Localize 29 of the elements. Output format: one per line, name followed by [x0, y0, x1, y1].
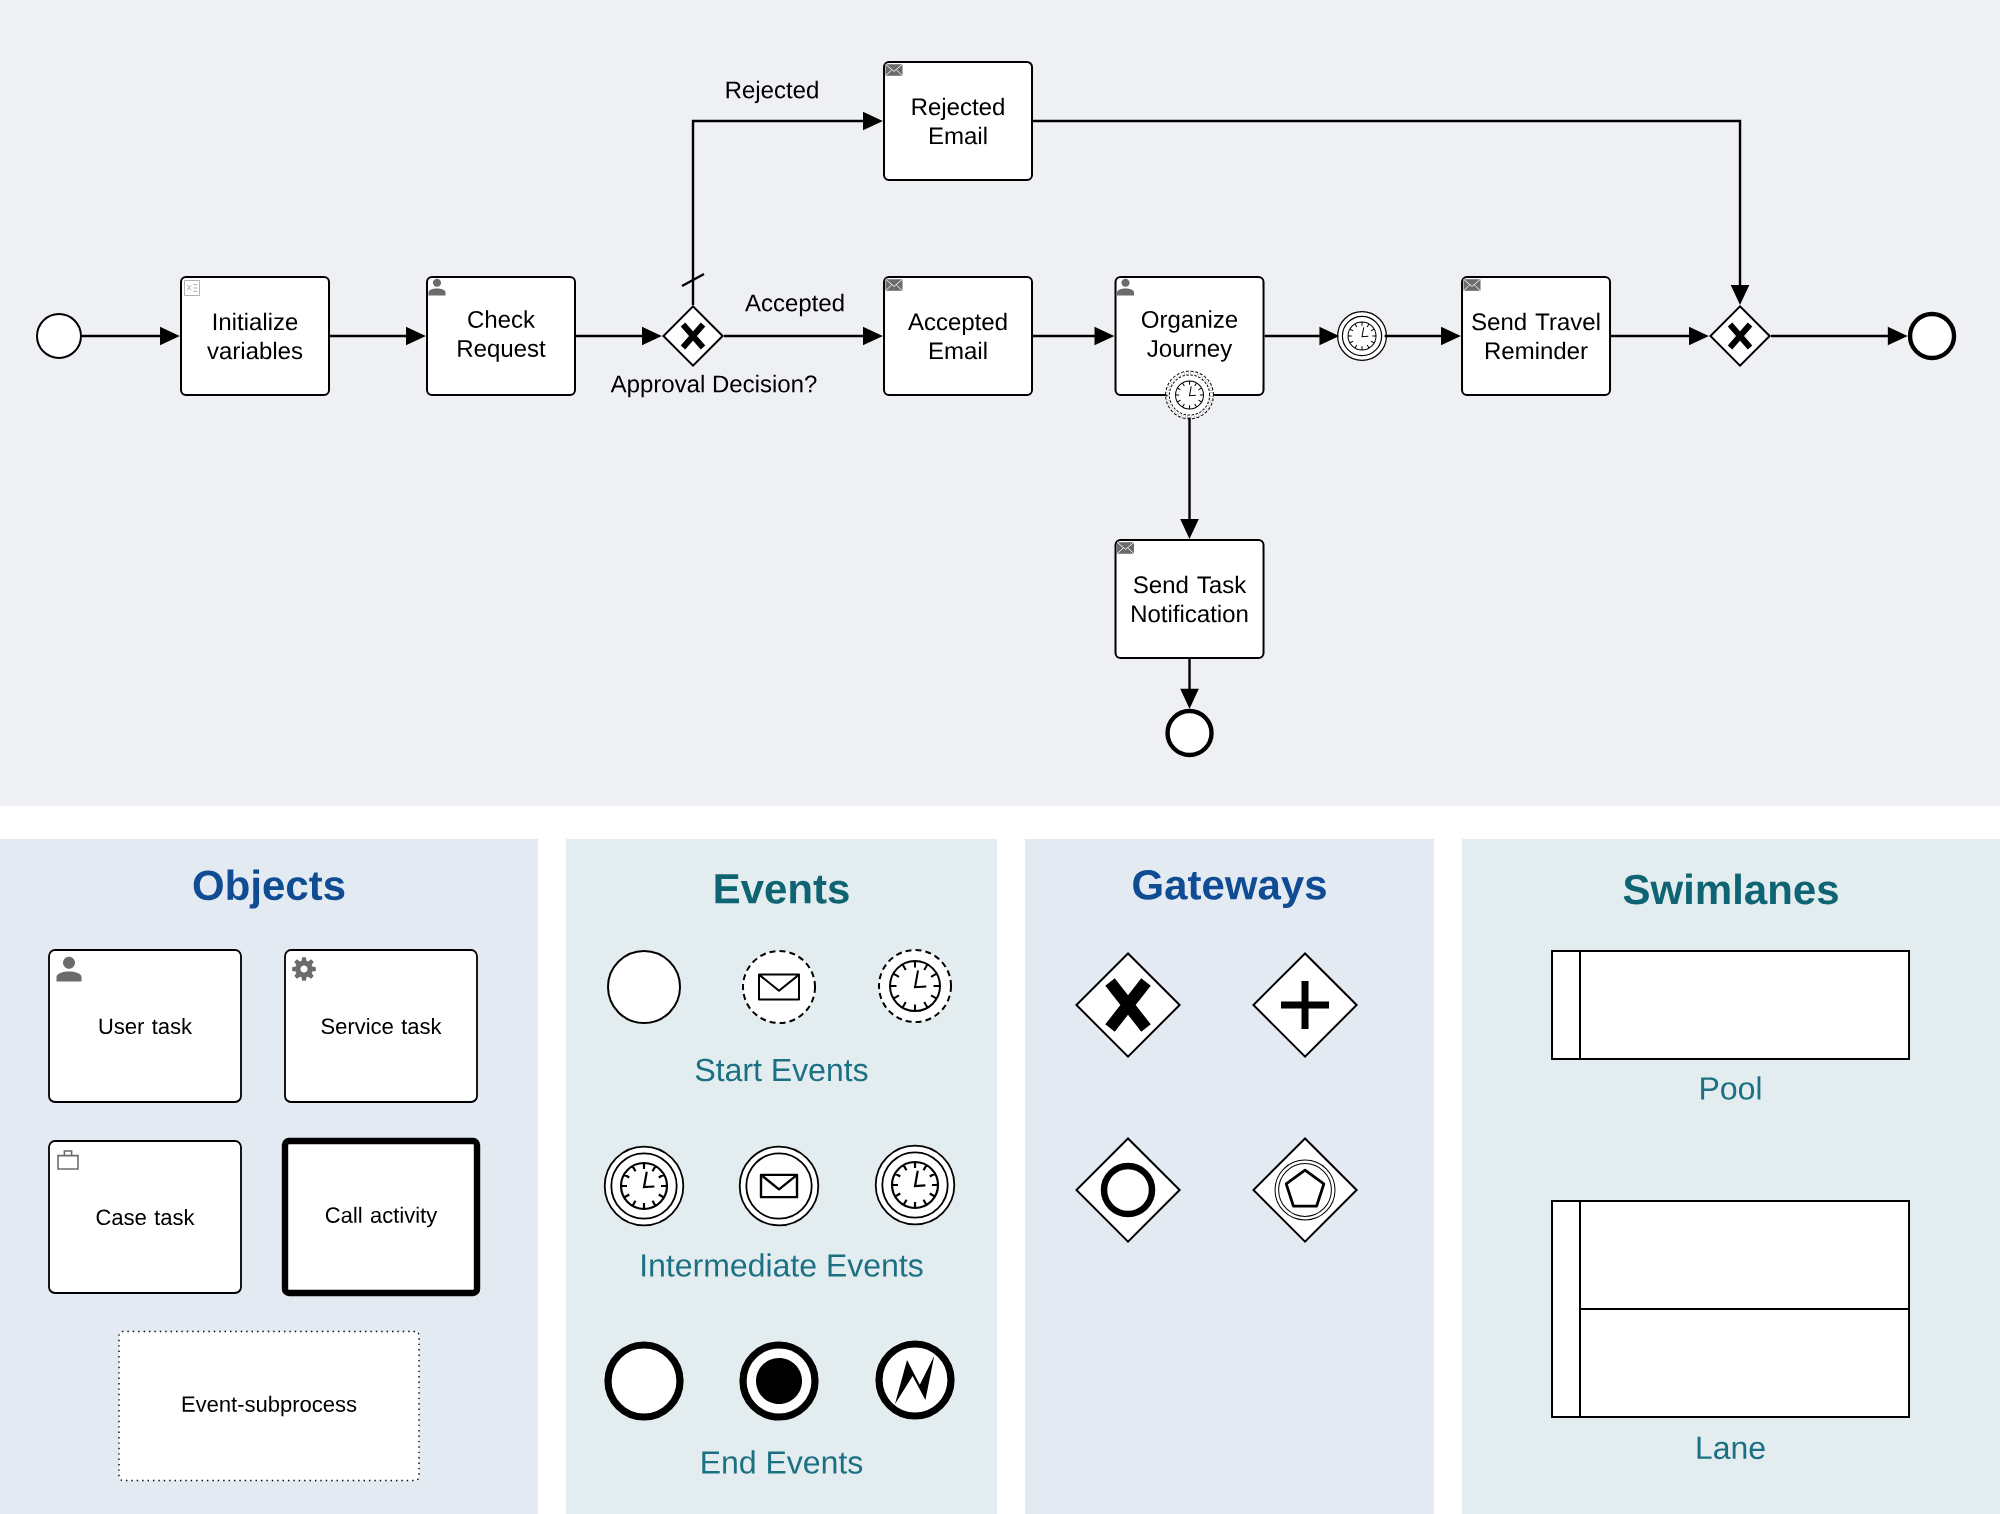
task-box: Send Travel Reminder [1461, 276, 1612, 396]
start-event [607, 950, 681, 1024]
task-box: Initialize variables [180, 276, 330, 396]
subprocess-box: Event-subprocess [118, 1330, 420, 1482]
task-box: Check Request [426, 276, 576, 396]
task-box: Service task [284, 949, 478, 1103]
group-caption: Start Events [695, 1058, 868, 1082]
call-activity-box: Call activity [281, 1137, 481, 1297]
task-box: Rejected Email [883, 61, 1033, 181]
task-box: Accepted Email [883, 276, 1033, 396]
end-event [1907, 311, 1957, 361]
group-caption: Intermediate Events [642, 1253, 923, 1277]
shape-caption: Approval Decision? [610, 374, 817, 398]
panel-title: Objects [193, 869, 345, 909]
group-caption: End Events [702, 1450, 863, 1474]
shape-caption: Lane [1697, 1436, 1765, 1460]
start-event [36, 313, 82, 359]
panel-title: Events [715, 874, 849, 904]
end-event [1165, 708, 1214, 758]
shape-caption: Pool [1701, 1076, 1761, 1100]
task-box: User task [48, 949, 242, 1103]
edge-label: Rejected [721, 77, 823, 107]
task-box: Organize Journey [1114, 276, 1265, 396]
panel-title: Gateways [1133, 870, 1326, 909]
edge-label: Accepted [742, 290, 849, 320]
end-event [604, 1341, 684, 1421]
panel-title: Swimlanes [1623, 873, 1838, 905]
task-box: Case task [48, 1140, 242, 1294]
task-box: Send Task Notification [1114, 539, 1265, 659]
